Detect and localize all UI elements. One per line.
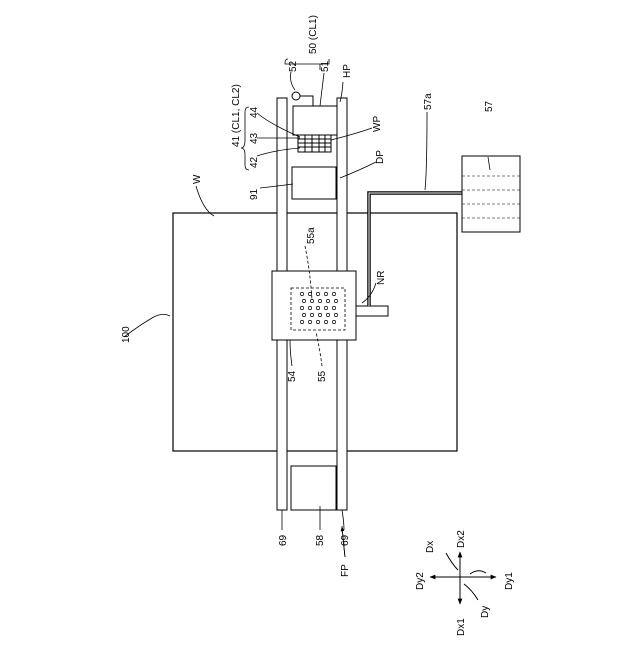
label-51: 51 <box>320 60 331 72</box>
lens-52 <box>292 92 300 100</box>
label-hp: HP <box>342 64 353 78</box>
label-55: 55 <box>317 370 328 382</box>
label-44: 44 <box>249 106 260 118</box>
label-43: 43 <box>249 132 260 144</box>
stub-nr <box>356 306 388 316</box>
label-42: 42 <box>249 156 260 168</box>
label-57a: 57a <box>423 93 434 110</box>
label-55a: 55a <box>306 227 317 244</box>
label-dy2: Dy2 <box>415 572 426 590</box>
label-dx2: Dx2 <box>456 530 467 548</box>
label-nr: NR <box>376 271 387 285</box>
label-100: 100 <box>121 326 132 343</box>
label-fp: FP <box>340 564 351 577</box>
label-52: 52 <box>288 60 299 72</box>
label-57: 57 <box>484 100 495 112</box>
box-58 <box>291 466 336 510</box>
label-wp: WP <box>372 116 383 132</box>
wiper-plates <box>298 135 331 152</box>
label-41: 41 (CL1, CL2) <box>231 84 242 147</box>
label-dx: Dx <box>425 541 436 553</box>
label-69-left: 69 <box>278 534 289 546</box>
label-dp: DP <box>375 150 386 164</box>
supply-line-57a-inner <box>369 193 462 306</box>
supply-line-57a <box>369 193 462 306</box>
box-91 <box>292 167 336 199</box>
label-w: W <box>192 174 203 184</box>
label-dx1: Dx1 <box>456 618 467 636</box>
label-50: 50 (CL1) <box>308 15 319 54</box>
label-69-right: 69 <box>340 534 351 546</box>
tank-57 <box>462 156 520 232</box>
lens-connector <box>300 96 313 106</box>
brace-41 <box>241 107 249 170</box>
label-58: 58 <box>315 534 326 546</box>
head-51 <box>293 106 337 135</box>
label-dy1: Dy1 <box>504 572 515 590</box>
label-dy: Dy <box>480 606 491 618</box>
label-54: 54 <box>287 370 298 382</box>
label-91: 91 <box>249 188 260 200</box>
direction-compass <box>430 552 496 604</box>
